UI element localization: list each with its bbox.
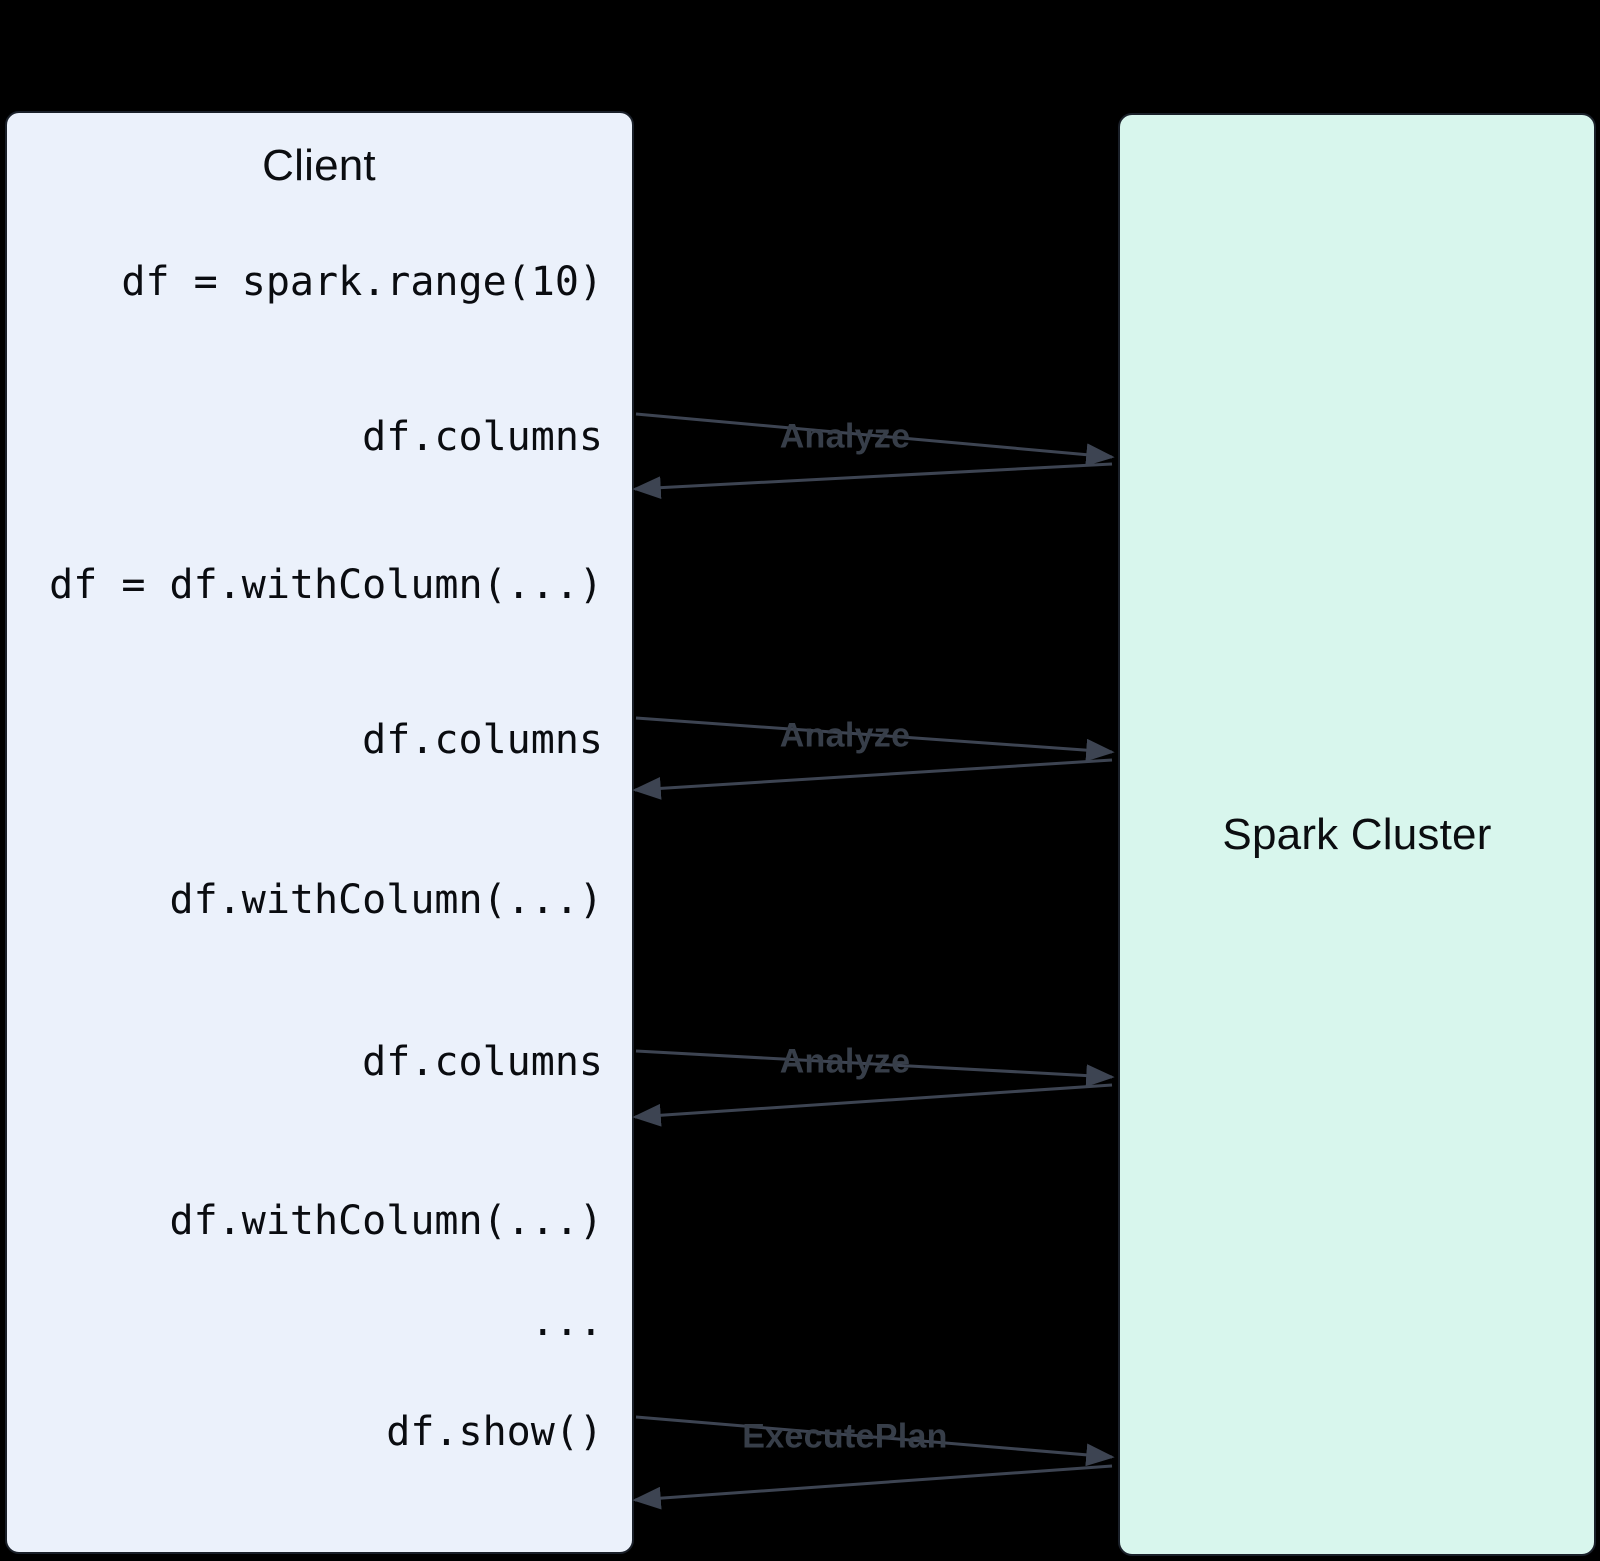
response-arrow [632,1083,1113,1127]
client-code-line: df.columns [362,414,603,460]
client-code-line: df.columns [362,717,603,763]
client-code-line: df = spark.range(10) [121,259,603,305]
client-code-line: df.columns [362,1039,603,1085]
rpc-label: Analyze [779,1042,911,1081]
response-arrow [632,1464,1113,1510]
client-code-line: df = df.withColumn(...) [49,562,603,608]
client-code-line: df.show() [386,1409,603,1455]
rpc-label: Analyze [779,716,911,755]
response-arrow [632,758,1113,800]
client-code-line: df.withColumn(...) [169,877,603,923]
spark-cluster-box-title: Spark Cluster [1222,810,1492,859]
spark-cluster-box [1118,113,1596,1556]
client-code-line: df.withColumn(...) [169,1198,603,1244]
client-code-line: ... [530,1299,603,1345]
rpc-label: ExecutePlan [742,1417,948,1456]
rpc-label: Analyze [779,417,911,456]
client-box [5,111,634,1554]
response-arrow [632,462,1113,500]
client-box-title: Client [262,141,376,190]
